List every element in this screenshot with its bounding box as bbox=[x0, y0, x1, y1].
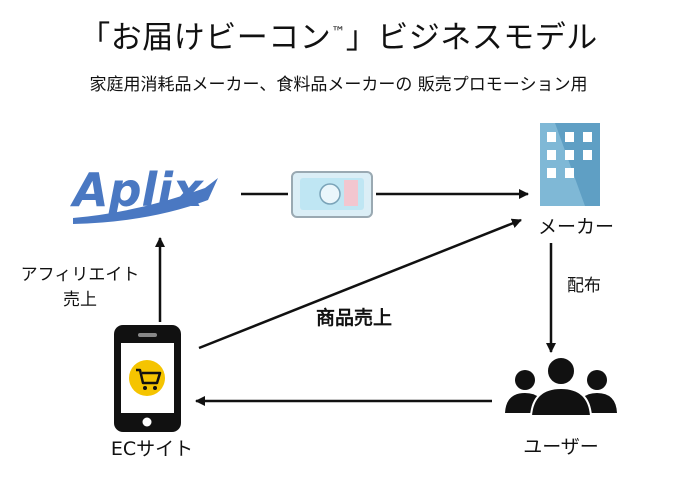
page-subtitle: 家庭用消耗品メーカー、食料品メーカーの 販売プロモーション用 bbox=[89, 75, 588, 95]
distribution-label: 配布 bbox=[567, 276, 601, 296]
aplix-logo: Aplix bbox=[70, 163, 218, 224]
users-icon bbox=[505, 356, 617, 417]
shopping-cart-icon bbox=[136, 368, 162, 390]
page-title: 「お届けビーコン™」ビジネスモデル bbox=[79, 20, 598, 56]
aplix-swoosh-icon bbox=[73, 178, 218, 224]
product-sales-label: 商品売上 bbox=[316, 306, 392, 329]
affiliate-label-line2: 売上 bbox=[63, 290, 97, 310]
affiliate-label-line1: アフィリエイト bbox=[21, 265, 140, 285]
arrow-ec-to-maker bbox=[198, 218, 522, 350]
smartphone-icon bbox=[114, 325, 181, 432]
maker-label: メーカー bbox=[538, 216, 614, 238]
user-label: ユーザー bbox=[523, 436, 599, 458]
ec-site-label: ECサイト bbox=[111, 438, 193, 460]
building-icon bbox=[540, 123, 600, 206]
beacon-card-icon bbox=[291, 171, 373, 218]
